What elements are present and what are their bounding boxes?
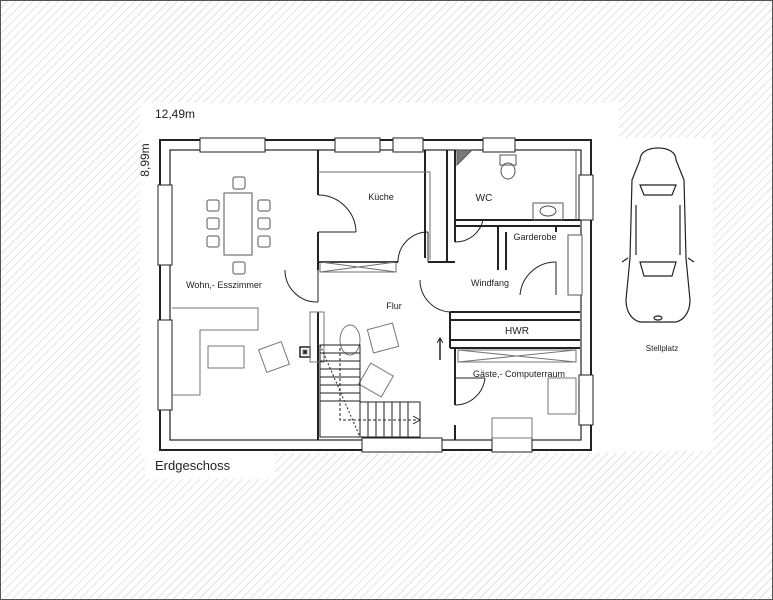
room-label-hwr: HWR [505,326,529,337]
width-dimension-label: 12,49m [155,107,195,121]
room-label-wc: WC [476,193,493,204]
room-label-kueche: Küche [368,192,394,202]
car-icon [621,147,695,323]
carport-label: Stellplatz [646,344,678,353]
room-label-flur: Flur [386,301,402,311]
room-label-gaeste: Gäste,- Computerraum [473,369,565,379]
floor-label: Erdgeschoss [155,458,231,473]
door-swings [284,194,557,406]
room-label-garderobe: Garderobe [513,232,556,242]
entrance-glass-panel [567,234,583,296]
room-label-wohn: Wohn,- Esszimmer [186,280,262,290]
depth-dimension-label: 8,99m [138,143,152,176]
kitchen-counter [318,171,431,273]
living-furniture [172,307,325,396]
guest-room-furniture [436,337,577,439]
staircase [319,344,422,438]
windows [157,137,594,453]
hallway-furniture [339,322,400,398]
wc-fixtures [456,149,577,221]
dining-table [206,176,271,275]
room-label-windfang: Windfang [471,278,509,288]
